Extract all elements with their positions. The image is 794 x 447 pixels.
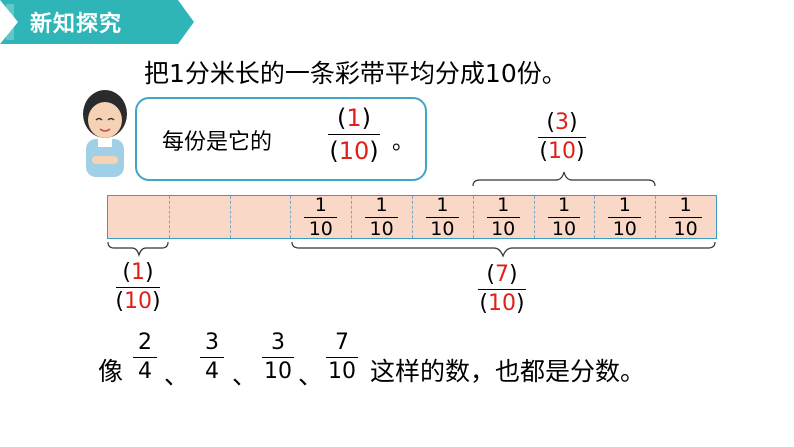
answer-denominator: 10 bbox=[338, 137, 370, 165]
strip-divider bbox=[533, 196, 535, 238]
conclusion-fraction-4: 7 10 bbox=[326, 330, 358, 384]
section-title: 新知探究 bbox=[30, 12, 123, 37]
top-bracket-fraction: (3) (10) bbox=[538, 110, 586, 164]
bubble-end-mark: 。 bbox=[392, 130, 415, 155]
strip-divider bbox=[472, 196, 474, 238]
strip-divider bbox=[229, 196, 231, 238]
separator-2: 、 bbox=[232, 361, 258, 390]
speech-bubble bbox=[135, 97, 427, 181]
strip-divider bbox=[168, 196, 170, 238]
strip-divider bbox=[290, 196, 292, 238]
strip-divider bbox=[351, 196, 353, 238]
problem-sentence: 把1分米长的一条彩带平均分成10份。 bbox=[144, 59, 567, 88]
bubble-answer-fraction: (1) (10) bbox=[328, 104, 380, 165]
bubble-text: 每份是它的 bbox=[162, 130, 273, 155]
conclusion-prefix: 像 bbox=[98, 357, 124, 386]
answer-numerator: 1 bbox=[346, 104, 362, 132]
separator-1: 、 bbox=[164, 361, 190, 390]
conclusion-fraction-3: 3 10 bbox=[262, 330, 294, 384]
section-header-banner bbox=[0, 0, 194, 44]
strip-divider bbox=[412, 196, 413, 238]
boy-character-icon bbox=[83, 90, 127, 177]
conclusion-fraction-1: 2 4 bbox=[131, 332, 159, 383]
strip-divider bbox=[594, 196, 596, 238]
conclusion-fraction-2: 3 4 bbox=[198, 332, 226, 383]
conclusion-suffix: 这样的数，也都是分数。 bbox=[370, 357, 646, 386]
separator-3: 、 bbox=[298, 361, 324, 390]
bottom-bracket-fraction: (7) (10) bbox=[478, 262, 526, 316]
left-fraction: (1) (10) bbox=[115, 260, 161, 314]
strip-divider bbox=[655, 196, 657, 238]
conclusion-line: 像 bbox=[98, 352, 123, 388]
